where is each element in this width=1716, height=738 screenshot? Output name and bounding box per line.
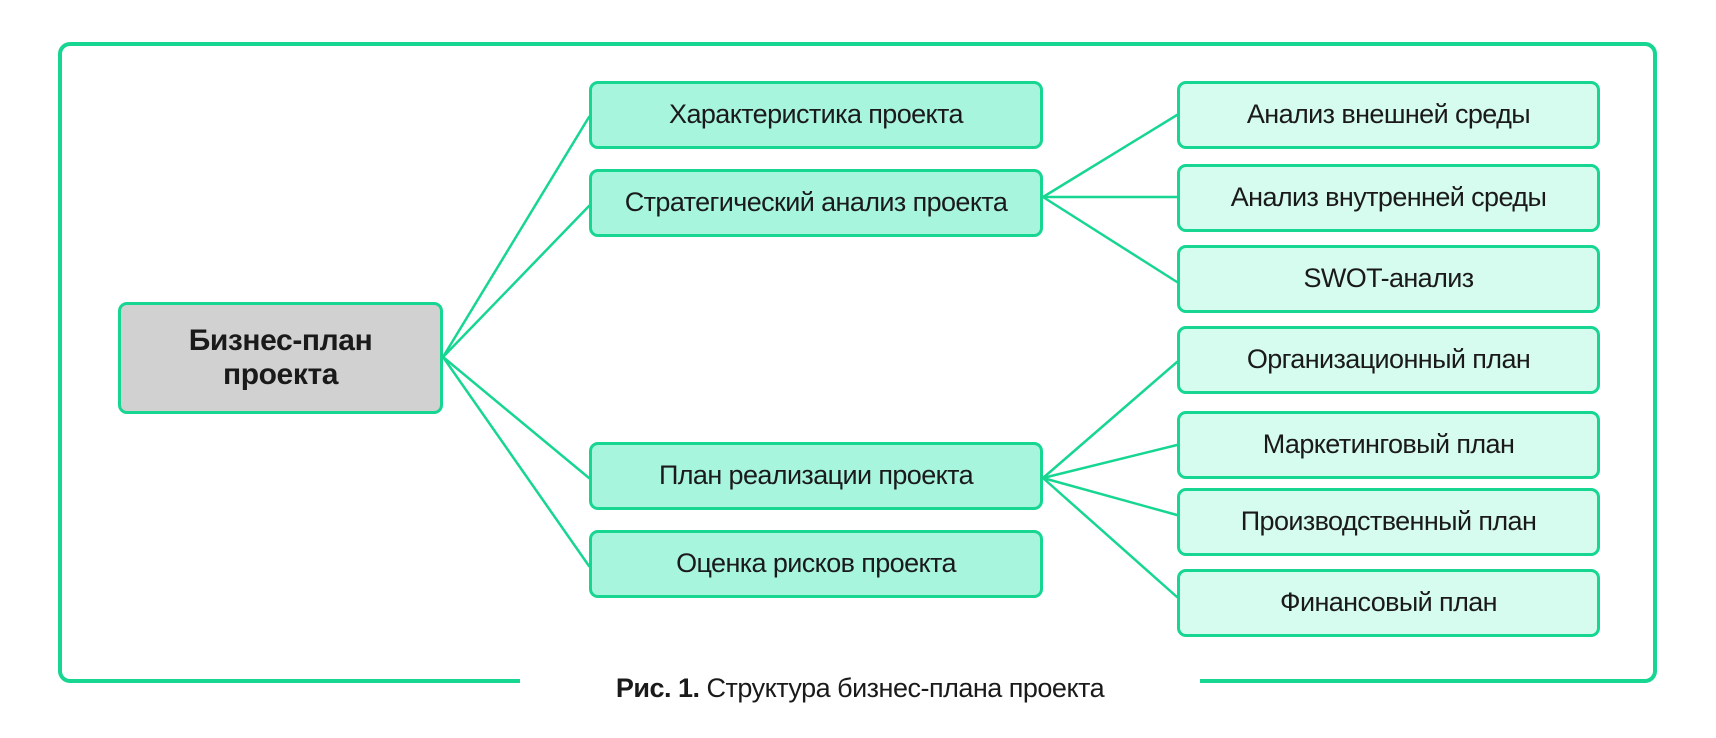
subnode-label: Производственный план [1240,506,1537,537]
root-node: Бизнес-план проекта [118,302,443,414]
figure-caption: Рис. 1. Структура бизнес-плана проекта [520,664,1200,712]
connector-root-strategic [441,204,591,359]
connector-implementation-production [1041,476,1179,517]
connector-strategic-swot [1041,195,1179,284]
section-node-risks: Оценка рисков проекта [589,530,1043,598]
connector-root-characteristic [441,115,591,359]
root-node-label: Бизнес-план проекта [188,323,373,392]
caption-label: Рис. 1. [615,672,700,703]
subnode-label: Анализ внутренней среды [1230,182,1547,213]
section-node-implementation: План реализации проекта [589,442,1043,510]
subnode-financial-plan: Финансовый план [1177,569,1600,637]
subnode-label: Маркетинговый план [1262,429,1515,460]
subnode-label: Анализ внешней среды [1246,99,1531,130]
subnode-organizational-plan: Организационный план [1177,326,1600,394]
section-node-label: Стратегический анализ проекта [624,187,1008,218]
connector-implementation-marketing [1041,443,1179,480]
connector-strategic-external [1041,113,1179,199]
caption-text: Структура бизнес-плана проекта [706,672,1105,703]
section-node-label: План реализации проекта [658,460,974,491]
connector-implementation-org [1041,360,1179,480]
subnode-label: SWOT-анализ [1303,263,1474,294]
subnode-internal-environment: Анализ внутренней среды [1177,164,1600,232]
subnode-marketing-plan: Маркетинговый план [1177,411,1600,479]
section-node-label: Характеристика проекта [669,99,963,130]
section-node-label: Оценка рисков проекта [676,548,956,579]
connector-root-risks [441,355,591,568]
subnode-production-plan: Производственный план [1177,488,1600,556]
subnode-label: Организационный план [1246,344,1531,375]
section-node-strategic: Стратегический анализ проекта [589,169,1043,237]
subnode-swot: SWOT-анализ [1177,245,1600,313]
connector-root-implementation [441,355,591,480]
connector-implementation-finance [1041,476,1179,599]
subnode-external-environment: Анализ внешней среды [1177,81,1600,149]
section-node-characteristic: Характеристика проекта [589,81,1043,149]
subnode-label: Финансовый план [1280,587,1498,618]
